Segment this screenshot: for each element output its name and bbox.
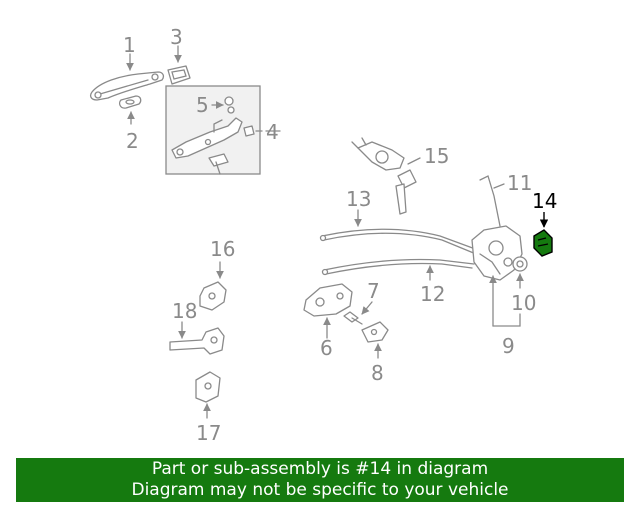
- part-14-highlighted[interactable]: [533, 212, 553, 257]
- part-18-check-link: [169, 321, 225, 355]
- callout-17: 17: [196, 421, 221, 445]
- callout-18: 18: [172, 299, 197, 323]
- banner-line-2: Diagram may not be specific to your vehi…: [131, 480, 509, 500]
- part-13-rod: [319, 209, 479, 255]
- callout-11: 11: [507, 171, 532, 195]
- part-4-frame-box: [165, 85, 281, 175]
- callout-5: 5: [196, 93, 209, 117]
- part-2-pad: [119, 95, 142, 125]
- callout-10: 10: [511, 291, 536, 315]
- part-10-bushing: [512, 256, 528, 289]
- callout-1: 1: [123, 33, 136, 57]
- part-1-outside-handle: [90, 53, 165, 101]
- callout-6: 6: [320, 336, 333, 360]
- part-12-rod: [321, 258, 475, 281]
- part-9-latch: [471, 225, 523, 327]
- part-8-plate: [361, 321, 389, 359]
- part-15-lock-cylinder: [351, 137, 421, 215]
- info-banner: Part or sub-assembly is #14 in diagram D…: [16, 458, 624, 502]
- part-16-hinge: [199, 261, 227, 311]
- callout-14: 14: [532, 189, 557, 213]
- callout-13: 13: [346, 187, 371, 211]
- callout-8: 8: [371, 361, 384, 385]
- callout-3: 3: [170, 25, 183, 49]
- callout-9: 9: [502, 334, 515, 358]
- callout-2: 2: [126, 129, 139, 153]
- callout-7: 7: [367, 279, 380, 303]
- callout-12: 12: [420, 282, 445, 306]
- part-6-bracket: [303, 283, 353, 339]
- part-5-clip: [211, 96, 235, 114]
- callout-4: 4: [266, 120, 279, 144]
- callout-16: 16: [210, 237, 235, 261]
- callout-15: 15: [424, 144, 449, 168]
- part-11-wire: [479, 175, 505, 227]
- part-7-screw: [343, 301, 373, 325]
- part-3-cap: [167, 45, 191, 85]
- part-17-lower-hinge: [195, 371, 221, 419]
- banner-line-1: Part or sub-assembly is #14 in diagram: [151, 459, 489, 479]
